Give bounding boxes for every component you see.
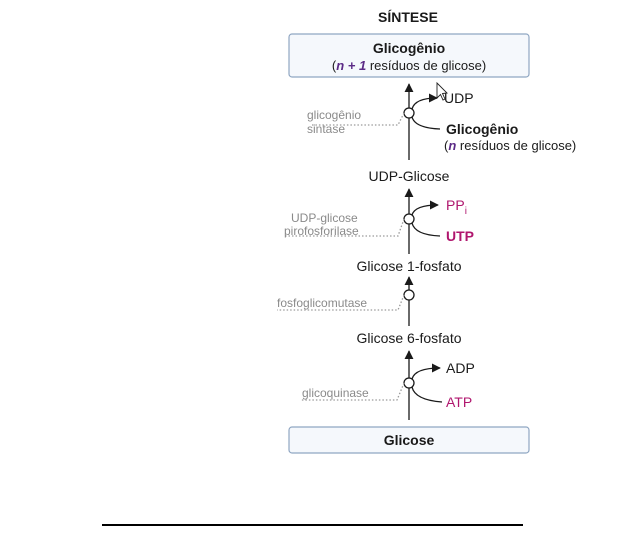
top-box-n-plus-1: n + 1 — [336, 58, 366, 73]
step4-substrate-curve — [412, 387, 442, 402]
step1-product-udp: UDP — [444, 90, 474, 106]
step1-enzyme-node — [404, 108, 414, 118]
step2-product-pp: PP — [446, 197, 465, 213]
step4-enzyme-label: glicoquinase — [302, 386, 369, 400]
step1-substrate-residues: resíduos de glicose) — [460, 138, 576, 153]
step1-product-arrow — [412, 98, 437, 109]
step1-substrate-curve — [412, 117, 440, 129]
top-box-subtitle: (n + 1 resíduos de glicose) — [332, 58, 486, 73]
step2-product-arrow — [412, 205, 438, 215]
step4-enzyme-node — [404, 378, 414, 388]
step2-product-sub: i — [465, 206, 467, 217]
step1-substrate-subtitle: (n resíduos de glicose) — [444, 138, 576, 153]
top-box-title: Glicogênio — [373, 40, 445, 56]
step3-enzyme-node — [404, 290, 414, 300]
step1-substrate-glycogen: Glicogênio — [446, 121, 518, 137]
step1-enzyme-label-2: sintase — [307, 122, 345, 136]
step1-substrate-n: n — [448, 138, 456, 153]
diagram-heading: SÍNTESE — [378, 9, 438, 25]
step2-substrate-utp: UTP — [446, 228, 474, 244]
step4-product-adp: ADP — [446, 360, 475, 376]
bottom-box-glucose: Glicose — [384, 432, 435, 448]
step2-substrate-curve — [412, 223, 440, 236]
node-udp-glucose: UDP-Glicose — [369, 168, 450, 184]
step2-enzyme-node — [404, 214, 414, 224]
node-glucose-6-phosphate: Glicose 6-fosfato — [356, 330, 461, 346]
step3-enzyme-label: fosfoglicomutase — [277, 296, 367, 310]
step2-product-ppi: PPi — [446, 197, 467, 217]
step2-enzyme-label-1: UDP-glicose — [291, 211, 358, 225]
node-glucose-1-phosphate: Glicose 1-fosfato — [356, 258, 461, 274]
step2-enzyme-label-2: pirofosforilase — [284, 224, 359, 238]
step1-enzyme-label-1: glicogênio — [307, 108, 361, 122]
step4-substrate-atp: ATP — [446, 394, 472, 410]
step4-product-arrow — [412, 368, 440, 379]
top-box-residues: resíduos de glicose) — [370, 58, 486, 73]
